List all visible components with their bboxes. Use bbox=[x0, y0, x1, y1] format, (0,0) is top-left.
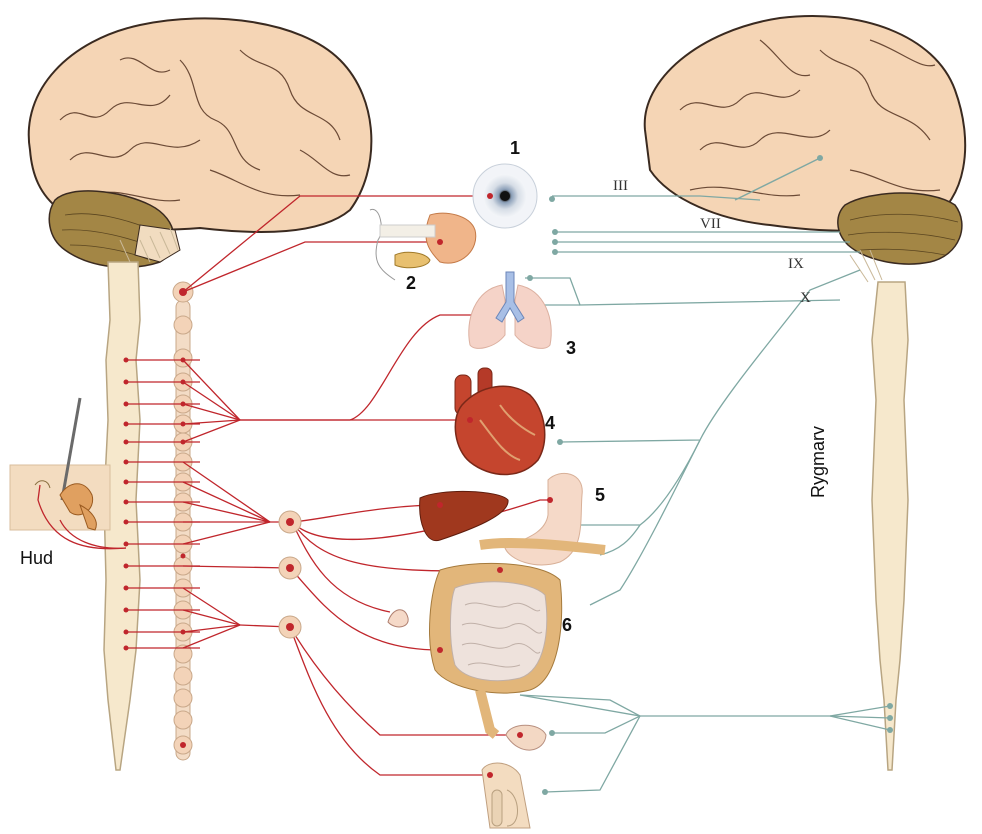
bladder bbox=[506, 725, 546, 750]
lungs bbox=[469, 272, 551, 348]
label-5: 5 bbox=[595, 485, 605, 506]
label-6: 6 bbox=[562, 615, 572, 636]
salivary-glands bbox=[370, 209, 476, 280]
prevertebral-ganglia bbox=[279, 511, 301, 638]
adrenal bbox=[388, 610, 408, 627]
left-brain bbox=[29, 18, 372, 267]
left-spinal-cord bbox=[104, 228, 178, 770]
right-brain bbox=[645, 16, 965, 264]
cranial-nerve-vii-label: VII bbox=[700, 216, 721, 233]
label-3: 3 bbox=[566, 338, 576, 359]
skin-section bbox=[10, 398, 110, 530]
label-1: 1 bbox=[510, 138, 520, 159]
right-cerebellum bbox=[838, 193, 962, 264]
label-2: 2 bbox=[406, 273, 416, 294]
intestines bbox=[430, 543, 605, 735]
spinal-cord-label: Rygmarv bbox=[808, 408, 829, 498]
skin-label: Hud bbox=[20, 548, 53, 569]
cranial-nerve-iii-label: III bbox=[613, 178, 628, 195]
label-4: 4 bbox=[545, 413, 555, 434]
liver bbox=[420, 491, 508, 540]
eye bbox=[473, 164, 537, 228]
cranial-nerve-ix-label: IX bbox=[788, 256, 804, 273]
cranial-nerve-x-label: X bbox=[800, 290, 811, 307]
right-spinal-cord bbox=[850, 250, 908, 770]
